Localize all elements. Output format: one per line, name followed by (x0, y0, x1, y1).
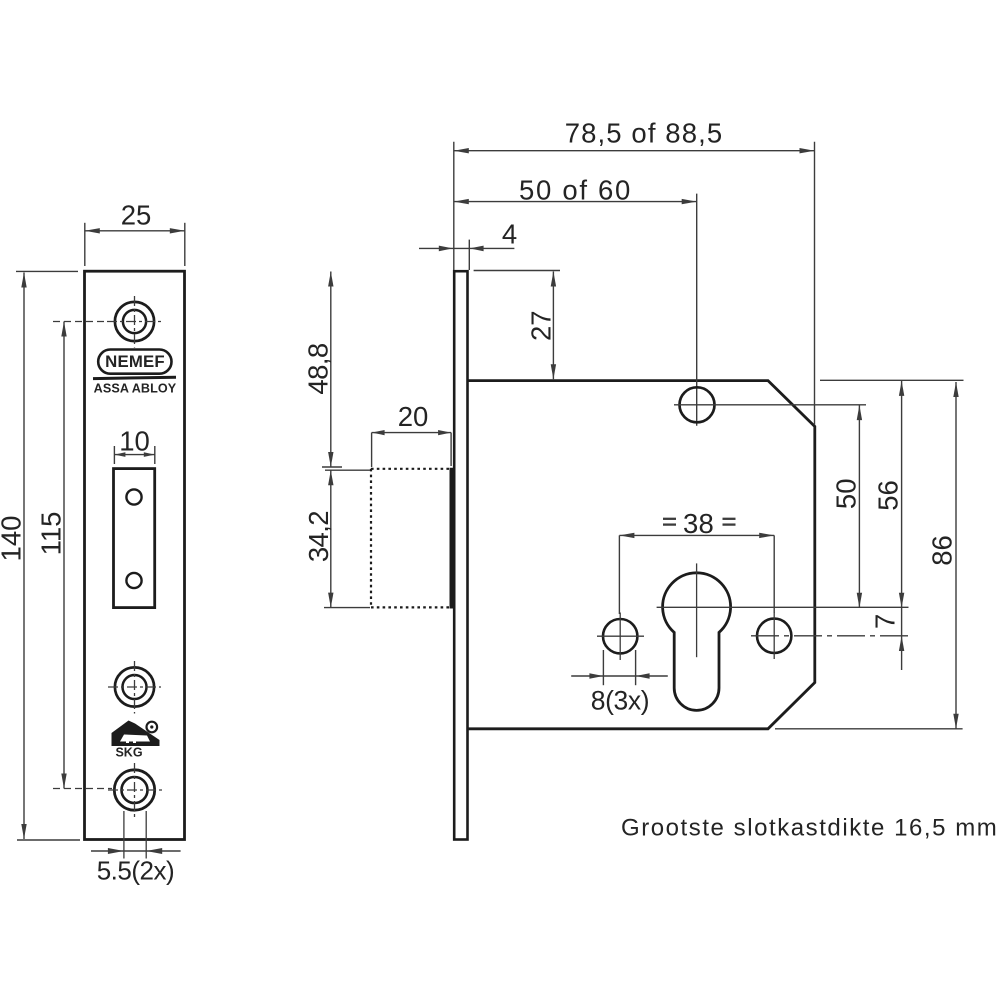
svg-text:NEMEF: NEMEF (105, 352, 165, 371)
svg-text:8(3x): 8(3x) (591, 686, 649, 716)
svg-text:38: 38 (683, 508, 714, 539)
svg-text:86: 86 (927, 535, 958, 566)
svg-text:ASSA ABLOY: ASSA ABLOY (94, 381, 177, 395)
svg-text:7: 7 (870, 614, 901, 629)
svg-text:48,8: 48,8 (303, 343, 334, 394)
svg-text:Grootste slotkastdikte 16,5 mm: Grootste slotkastdikte 16,5 mm (621, 815, 998, 842)
svg-text:25: 25 (121, 200, 152, 231)
svg-text:56: 56 (873, 480, 904, 511)
svg-text:34,2: 34,2 (303, 511, 334, 562)
svg-text:10: 10 (119, 426, 150, 457)
svg-text:5.5(2x): 5.5(2x) (97, 856, 174, 886)
svg-text:20: 20 (398, 401, 429, 432)
svg-text:SKG: SKG (115, 746, 142, 760)
svg-text:140: 140 (0, 516, 27, 562)
svg-text:50 of 60: 50 of 60 (519, 175, 632, 206)
svg-text:4: 4 (502, 219, 517, 250)
svg-text:50: 50 (831, 479, 862, 510)
svg-text:78,5 of 88,5: 78,5 of 88,5 (565, 118, 723, 149)
svg-text:115: 115 (36, 512, 67, 556)
svg-text:27: 27 (526, 310, 557, 341)
